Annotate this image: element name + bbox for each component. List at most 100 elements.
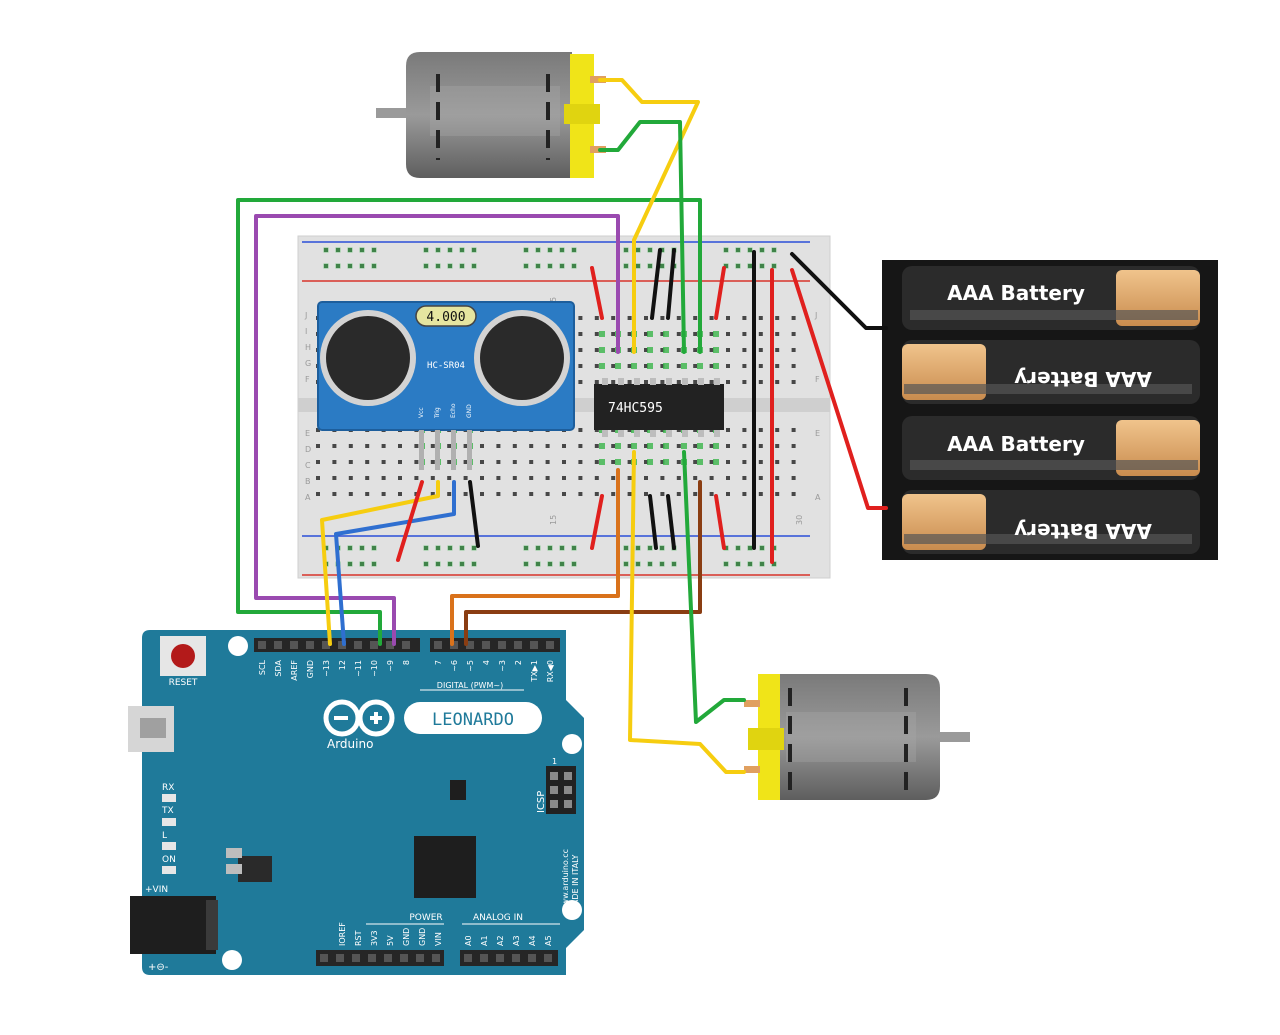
wire-blue: [334, 480, 456, 646]
pin-label: GND: [402, 928, 411, 946]
board-name-badge: [404, 702, 542, 734]
pin-label: ~9: [386, 660, 395, 672]
wire-orange: [450, 468, 620, 646]
sensor-model-label: HC-SR04: [427, 361, 465, 371]
power-header-label: POWER: [409, 913, 442, 923]
pin-label: ~3: [498, 660, 507, 672]
board-name-label: LEONARDO: [432, 710, 514, 730]
pin-label: RX◀0: [546, 660, 555, 682]
sensor-pin-label: GND: [466, 404, 473, 418]
column-number: 15: [549, 515, 558, 525]
pin-label: A4: [528, 935, 537, 946]
pin-label: VIN: [434, 932, 443, 946]
pin-label: A3: [512, 935, 521, 946]
wire-green: [598, 120, 686, 354]
pin-label: 7: [434, 660, 443, 665]
pin-label: 8: [402, 660, 411, 665]
pin-label: A1: [480, 935, 489, 946]
reset-button-cap[interactable]: [171, 644, 195, 668]
wire-green: [236, 198, 702, 646]
pin-label: A5: [544, 935, 553, 946]
led-l: [162, 842, 176, 850]
led-label-l: L: [162, 831, 167, 841]
power-jack: [130, 896, 216, 954]
wire-red: [396, 480, 424, 562]
battery-label: AAA Battery: [947, 281, 1085, 305]
wires: [236, 78, 888, 774]
pin-label: ~10: [370, 660, 379, 677]
pin-label: 3V3: [370, 930, 379, 946]
pin-label: A2: [496, 935, 505, 946]
row-letter: E: [305, 429, 310, 438]
arduino-logo: [323, 699, 395, 737]
crystal-oscillator: [415, 305, 477, 327]
row-letter: J: [814, 311, 817, 320]
led-label-rx: RX: [162, 783, 174, 793]
dc-motor-top: [376, 52, 606, 178]
chip-label: 74HC595: [608, 401, 663, 416]
vin-label: +VIN: [145, 885, 168, 895]
row-letter: B: [305, 477, 311, 486]
led-label-on: ON: [162, 855, 176, 865]
row-letter: A: [305, 493, 311, 502]
wire-red: [590, 266, 604, 320]
pin-label: SDA: [274, 659, 283, 676]
wire-red: [714, 494, 726, 550]
led-label-tx: TX: [161, 806, 174, 816]
pin-label: 2: [514, 660, 523, 665]
row-letter: G: [305, 359, 311, 368]
wire-brown: [464, 480, 702, 646]
row-letter: H: [305, 343, 311, 352]
analog-header: [460, 950, 558, 966]
wire-green: [682, 450, 746, 724]
icsp-label: ICSP: [536, 791, 547, 813]
sensor-pin-label: Vcc: [418, 407, 425, 418]
small-chip: [450, 780, 466, 800]
row-letter: F: [305, 375, 310, 384]
wire-red: [790, 268, 888, 510]
reset-label: RESET: [169, 678, 198, 688]
pin-label: 12: [338, 660, 347, 670]
wire-black: [468, 480, 480, 548]
microcontroller-chip: [414, 836, 476, 898]
pin-label: IOREF: [338, 922, 347, 946]
pin-label: ~5: [466, 660, 475, 672]
crystal-label: 4.000: [426, 310, 465, 325]
digital-header-right: [430, 638, 560, 652]
row-letter: I: [305, 327, 307, 336]
sensor-pin-label: Trig: [434, 407, 441, 419]
pin-label: ~6: [450, 660, 459, 672]
wire-black: [790, 252, 888, 330]
pin-label: SCL: [258, 659, 267, 675]
website-label: www.arduino.cc: [561, 849, 570, 912]
power-header: [316, 950, 444, 966]
wire-purple: [254, 214, 620, 646]
made-in-label: MADE IN ITALY: [571, 854, 580, 912]
wire-black: [648, 494, 658, 550]
column-number: 5: [549, 297, 558, 302]
led-rx: [162, 794, 176, 802]
analog-header-label: ANALOG IN: [473, 913, 523, 923]
row-letter: F: [815, 375, 820, 384]
brand-label: Arduino: [327, 737, 373, 751]
row-letter: J: [304, 311, 307, 320]
wire-yellow: [628, 450, 746, 774]
pin-label: AREF: [290, 660, 299, 681]
digital-header-label: DIGITAL (PWM~): [437, 681, 503, 690]
wire-black: [666, 248, 676, 320]
icsp-pin-one: 1: [552, 757, 557, 766]
row-letter: A: [815, 493, 821, 502]
battery-label: AAA Battery: [1014, 367, 1152, 391]
row-letter: D: [305, 445, 311, 454]
voltage-regulator: [238, 856, 272, 882]
transducer-right: [480, 316, 564, 400]
battery-pack: AAA Battery AAA Battery AAA Battery AAA …: [882, 260, 1218, 560]
wire-yellow: [320, 480, 440, 646]
pin-label: RST: [354, 930, 363, 946]
pin-label: ~13: [322, 660, 331, 677]
dc-motor-bottom: [744, 674, 970, 800]
led-tx: [162, 818, 176, 826]
transducer-left: [326, 316, 410, 400]
wire-red: [590, 494, 604, 550]
